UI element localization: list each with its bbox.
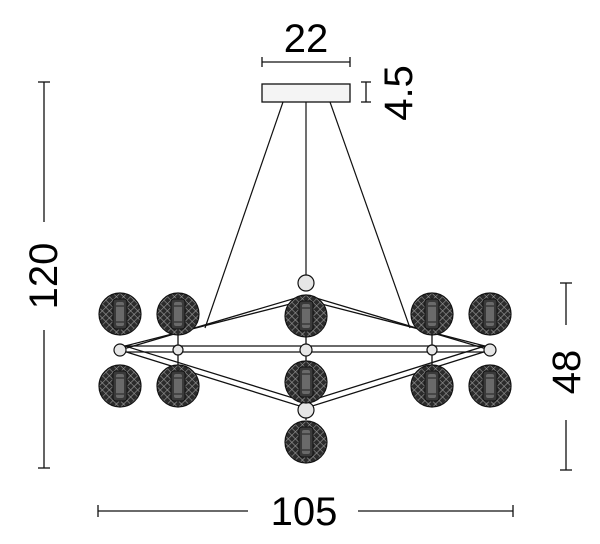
globe-shade [410, 364, 454, 408]
overall-height-label: 120 [22, 243, 66, 310]
globe-shade [156, 364, 200, 408]
overall-height-dimension: 120 [22, 81, 66, 469]
globe-shade [98, 292, 142, 336]
frame-height-dimension: 48 [545, 282, 589, 471]
canopy-width-label: 22 [284, 17, 329, 61]
globe-shade [284, 360, 328, 404]
overall-width-label: 105 [271, 490, 338, 534]
canopy-width-dimension: 22 [261, 17, 351, 67]
globe-shade-bottom [284, 420, 328, 464]
canopy-height-dimension: 4.5 [361, 65, 421, 121]
globe-shade [468, 364, 512, 408]
globe-shade [98, 364, 142, 408]
suspension-cables [204, 101, 411, 329]
ceiling-canopy [261, 83, 351, 103]
globe-shade [156, 292, 200, 336]
globe-shade [410, 292, 454, 336]
overall-width-dimension: 105 [97, 490, 514, 534]
globe-shade [284, 294, 328, 338]
globe-row-lower [98, 360, 512, 408]
frame-height-label: 48 [545, 350, 589, 395]
frame-hubs [113, 274, 497, 419]
globe-row-upper [98, 292, 512, 338]
canopy-height-label: 4.5 [377, 65, 421, 121]
globe-shade [468, 292, 512, 336]
